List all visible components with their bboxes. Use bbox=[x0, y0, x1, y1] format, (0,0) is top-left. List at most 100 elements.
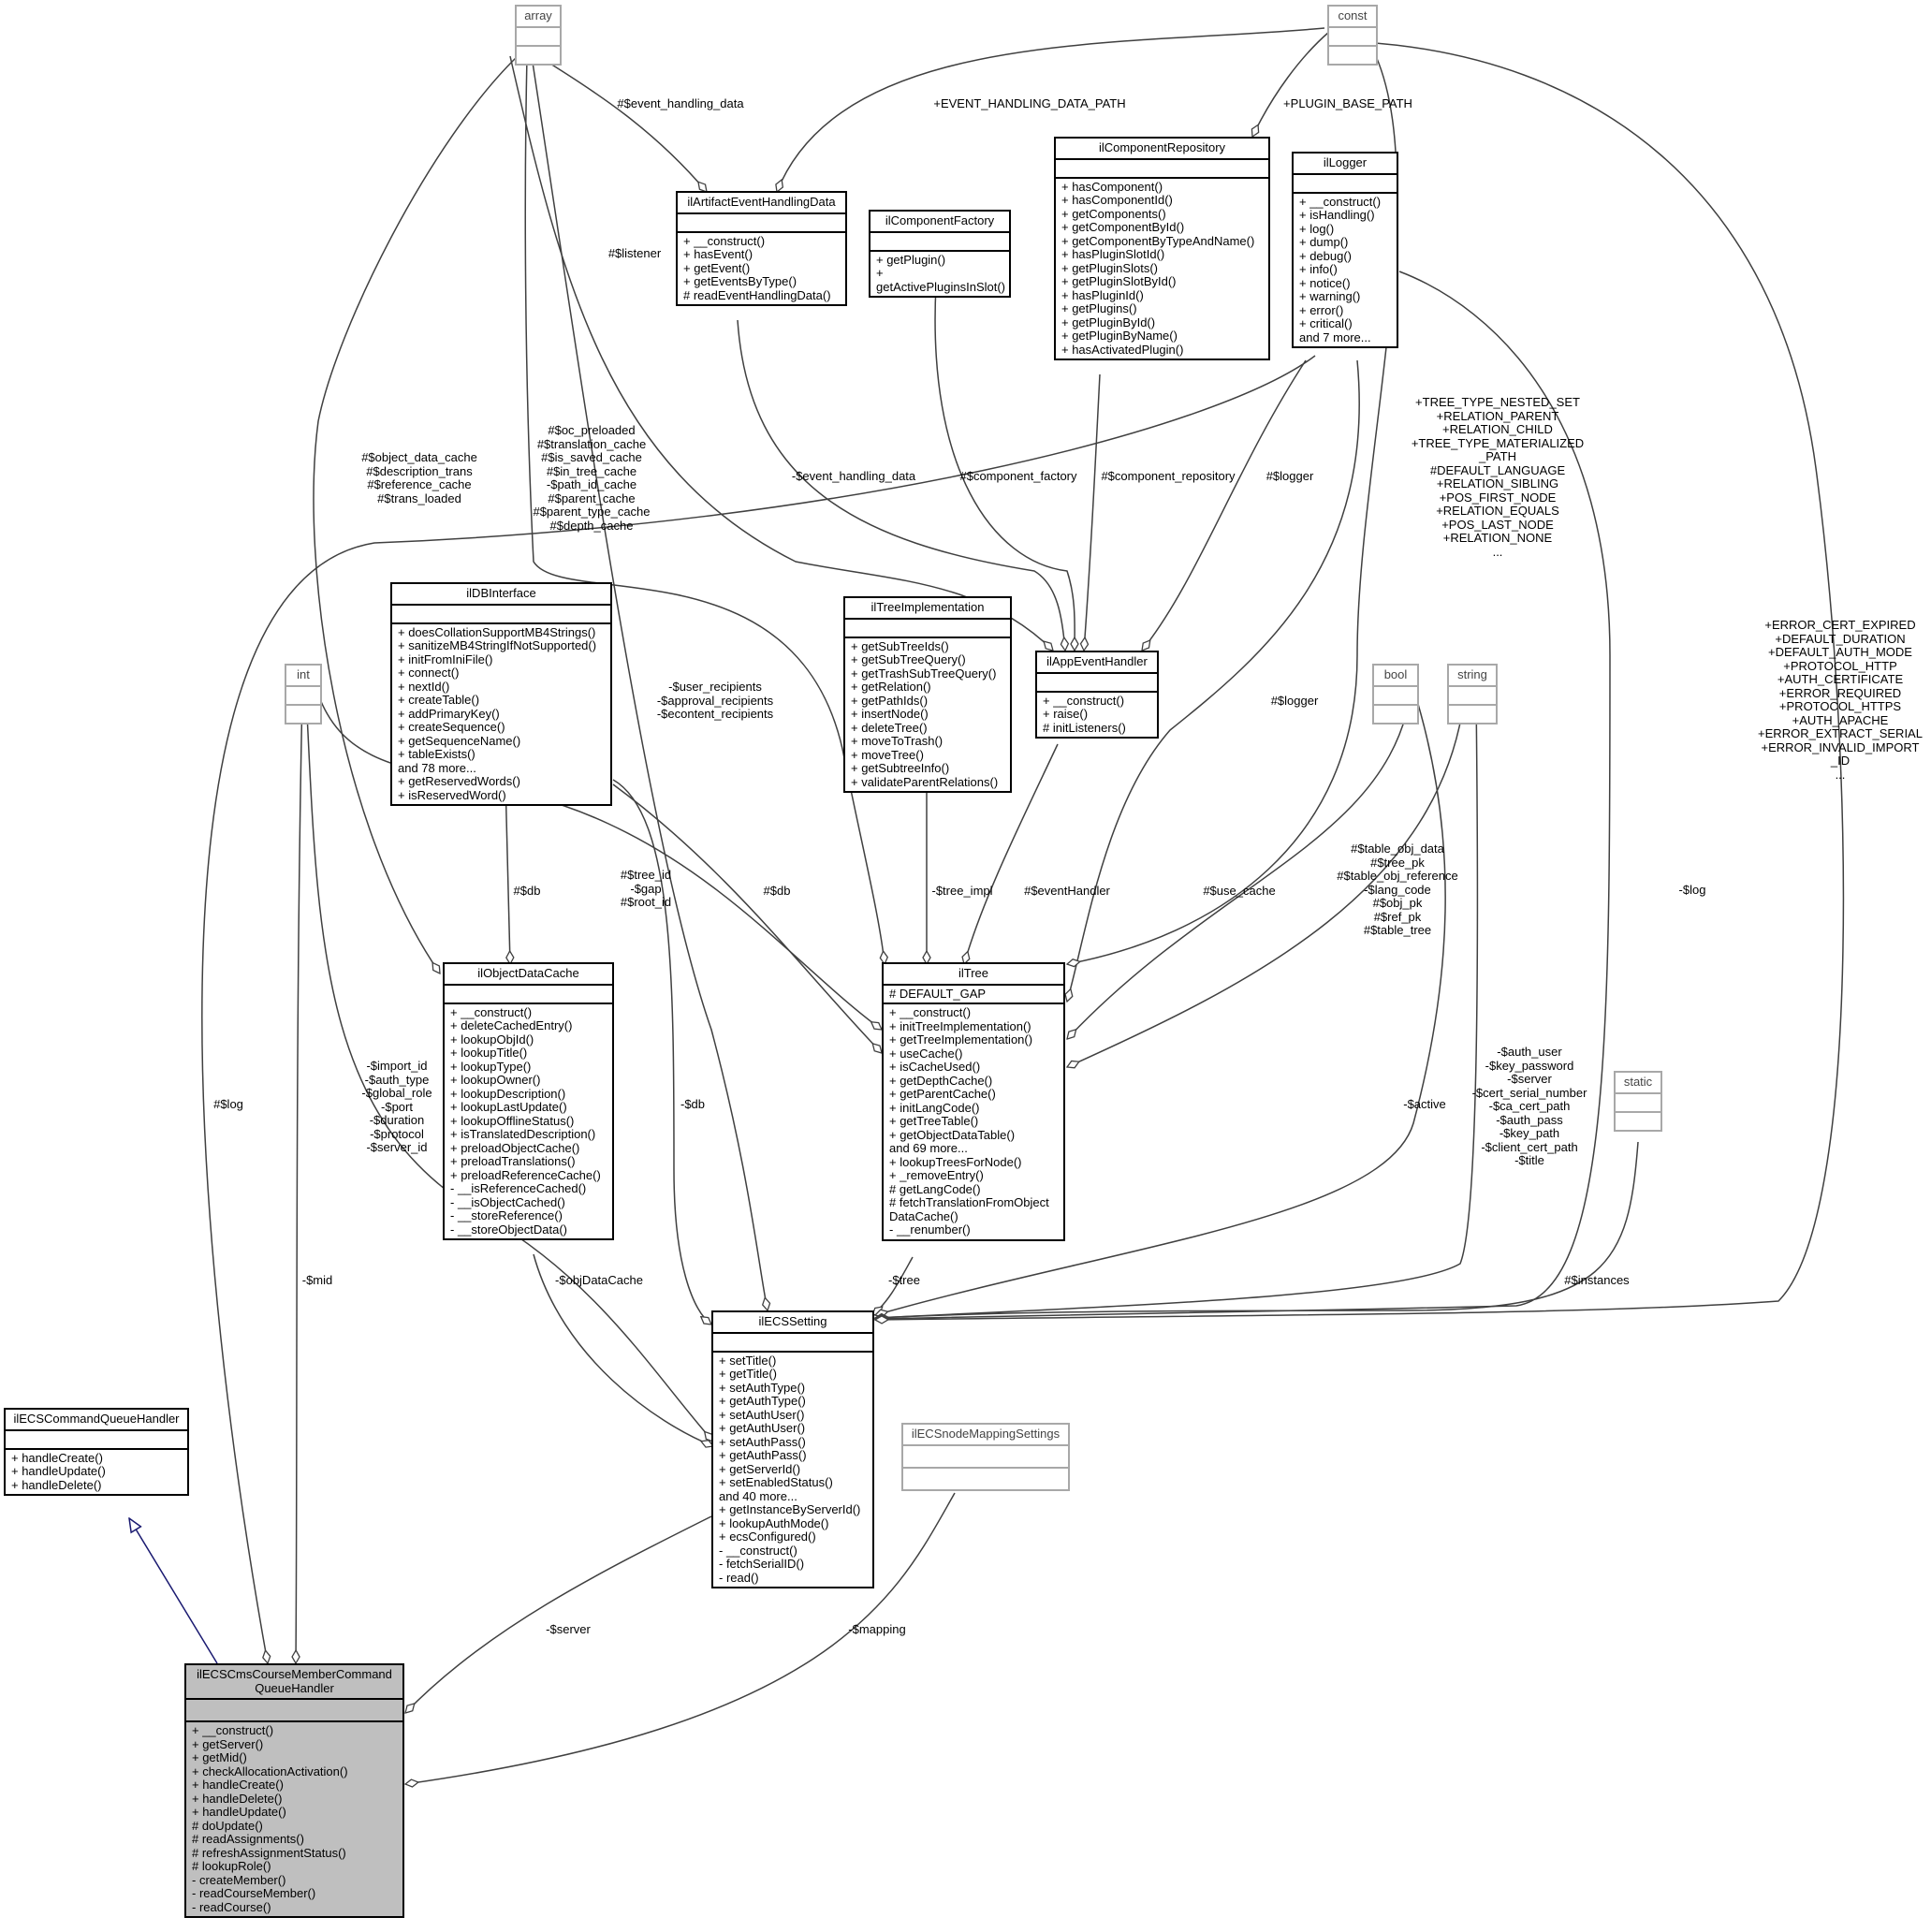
edge-label-server: -$server bbox=[546, 1622, 591, 1636]
edge-label-event-handler: #$eventHandler bbox=[1024, 884, 1110, 898]
class-attributes bbox=[713, 1334, 872, 1353]
class-title: ilComponentFactory bbox=[870, 212, 1009, 233]
class-methods: + setTitle() + getTitle() + setAuthType(… bbox=[719, 1353, 861, 1585]
class-bool[interactable]: bool bbox=[1372, 664, 1419, 724]
class-methods: + __construct() + getServer() + getMid()… bbox=[192, 1723, 348, 1914]
class-methods bbox=[1374, 706, 1417, 723]
class-attributes bbox=[678, 214, 845, 233]
class-attributes bbox=[1037, 674, 1157, 693]
class-attributes bbox=[845, 620, 1010, 638]
edge-label-active: -$active bbox=[1403, 1097, 1446, 1111]
edge-odc-array bbox=[313, 55, 519, 973]
edge-logger-tree bbox=[1067, 359, 1360, 1002]
class-int[interactable]: int bbox=[285, 664, 322, 724]
class-title: ilECSSetting bbox=[713, 1312, 872, 1334]
class-attributes bbox=[870, 233, 1009, 252]
edge-label-event-handling-data: -$event_handling_data bbox=[791, 469, 916, 483]
edge-label-objdatacache: -$objDataCache bbox=[555, 1273, 643, 1287]
class-title: string bbox=[1449, 666, 1496, 687]
edge-label-component-factory: #$component_factory bbox=[959, 469, 1077, 483]
edge-server bbox=[405, 1515, 712, 1713]
class-methods bbox=[1616, 1113, 1660, 1130]
edge-label-use-cache: #$use_cache bbox=[1203, 884, 1276, 898]
class-ilArtifactEventHandlingData[interactable]: ilArtifactEventHandlingData + __construc… bbox=[676, 191, 847, 306]
edge-label-logger-aeh: #$logger bbox=[1265, 469, 1314, 483]
class-methods: + handleCreate() + handleUpdate() + hand… bbox=[11, 1450, 106, 1492]
edge-label-component-repository: #$component_repository bbox=[1101, 469, 1236, 483]
edge-label-log-main: #$log bbox=[213, 1097, 243, 1111]
edge-label-tree-setting: -$tree bbox=[888, 1273, 920, 1287]
edge-label-string-setting: -$auth_user -$key_password -$server -$ce… bbox=[1471, 1045, 1587, 1167]
class-title: ilECSCommandQueueHandler bbox=[6, 1410, 187, 1431]
class-attributes bbox=[903, 1446, 1068, 1469]
class-ilECSCommandQueueHandler[interactable]: ilECSCommandQueueHandler + handleCreate(… bbox=[4, 1408, 189, 1496]
class-title: bool bbox=[1374, 666, 1417, 687]
class-ilECSCmsCourseMemberCommandQueueHandler[interactable]: ilECSCmsCourseMemberCommand QueueHandler… bbox=[184, 1663, 404, 1918]
edge-recipients bbox=[531, 55, 768, 1310]
class-ilTreeImplementation[interactable]: ilTreeImplementation + getSubTreeIds() +… bbox=[843, 596, 1012, 793]
edge-label-recipients: -$user_recipients -$approval_recipients … bbox=[656, 680, 774, 721]
edge-event-handling-data-path bbox=[777, 27, 1325, 192]
edge-label-db-tree: #$db bbox=[763, 884, 791, 898]
class-methods: + getPlugin() + getActivePluginsInSlot() bbox=[876, 252, 1006, 294]
class-title: ilTree bbox=[884, 964, 1063, 986]
class-title: ilLogger bbox=[1294, 154, 1397, 175]
class-title: ilECSnodeMappingSettings bbox=[903, 1425, 1068, 1446]
edge-log-main bbox=[201, 355, 1316, 1663]
class-title: ilComponentRepository bbox=[1056, 139, 1268, 160]
edge-db-tree bbox=[612, 783, 882, 1053]
class-ilTree[interactable]: ilTree # DEFAULT_GAP + __construct() + i… bbox=[882, 962, 1065, 1241]
edge-event-handler bbox=[964, 743, 1059, 964]
edge-const-setting bbox=[875, 41, 1845, 1320]
edge-label-event-handling-data-attr: #$event_handling_data bbox=[617, 96, 744, 110]
edge-string-setting bbox=[875, 694, 1479, 1318]
class-ilDBInterface[interactable]: ilDBInterface + doesCollationSupportMB4S… bbox=[390, 582, 612, 806]
class-title: array bbox=[517, 7, 560, 28]
edge-label-mid: -$mid bbox=[301, 1273, 333, 1287]
class-title: const bbox=[1329, 7, 1376, 28]
class-methods bbox=[903, 1469, 1068, 1489]
edge-instances bbox=[875, 1141, 1639, 1318]
class-const[interactable]: const bbox=[1327, 5, 1378, 66]
edge-label-const-setting: +ERROR_CERT_EXPIRED +DEFAULT_DURATION +D… bbox=[1758, 618, 1923, 782]
class-attributes bbox=[1616, 1094, 1660, 1113]
class-array[interactable]: array bbox=[515, 5, 562, 66]
class-attributes bbox=[445, 986, 612, 1004]
class-ilLogger[interactable]: ilLogger + __construct() + isHandling() … bbox=[1292, 152, 1398, 348]
class-ilComponentRepository[interactable]: ilComponentRepository + hasComponent() +… bbox=[1054, 137, 1270, 360]
edge-event-handling-data bbox=[737, 319, 1065, 651]
class-ilObjectDataCache[interactable]: ilObjectDataCache + __construct() + dele… bbox=[443, 962, 614, 1240]
class-ilComponentFactory[interactable]: ilComponentFactory + getPlugin() + getAc… bbox=[869, 210, 1011, 298]
edge-label-tree-impl: -$tree_impl bbox=[931, 884, 993, 898]
edge-mapping bbox=[405, 1492, 956, 1784]
edge-logger-aeh bbox=[1142, 359, 1307, 651]
class-ilECSSetting[interactable]: ilECSSetting + setTitle() + getTitle() +… bbox=[711, 1310, 874, 1588]
class-static[interactable]: static bbox=[1614, 1071, 1662, 1132]
edge-label-plugin-base-path: +PLUGIN_BASE_PATH bbox=[1283, 96, 1412, 110]
class-attributes bbox=[186, 1700, 402, 1722]
edge-db-odc bbox=[505, 779, 510, 964]
class-title: ilObjectDataCache bbox=[445, 964, 612, 986]
class-methods: + doesCollationSupportMB4Strings() + san… bbox=[398, 624, 597, 802]
class-methods: + __construct() + initTreeImplementation… bbox=[889, 1005, 1049, 1237]
class-methods: + __construct() + hasEvent() + getEvent(… bbox=[683, 233, 831, 302]
class-attributes bbox=[1449, 687, 1496, 706]
edge-plugin-base-path bbox=[1252, 31, 1330, 137]
edge-label-odc-array: #$object_data_cache #$description_trans … bbox=[361, 450, 477, 505]
class-attributes bbox=[1294, 175, 1397, 194]
class-attributes bbox=[392, 606, 610, 624]
class-title: int bbox=[286, 666, 320, 687]
class-attributes bbox=[6, 1431, 187, 1450]
class-title: ilECSCmsCourseMemberCommand QueueHandler bbox=[186, 1665, 402, 1700]
class-methods: + __construct() + deleteCachedEntry() + … bbox=[450, 1004, 601, 1237]
class-string[interactable]: string bbox=[1447, 664, 1498, 724]
class-methods: + __construct() + raise() # initListener… bbox=[1043, 693, 1126, 735]
class-ilECSnodeMappingSettings[interactable]: ilECSnodeMappingSettings bbox=[901, 1423, 1070, 1491]
class-attributes bbox=[1374, 687, 1417, 706]
class-attributes bbox=[286, 687, 320, 706]
edge-label-event-handling-data-path: +EVENT_HANDLING_DATA_PATH bbox=[933, 96, 1126, 110]
class-ilAppEventHandler[interactable]: ilAppEventHandler + __construct() + rais… bbox=[1035, 651, 1159, 739]
class-methods: + hasComponent() + hasComponentId() + ge… bbox=[1061, 179, 1255, 357]
